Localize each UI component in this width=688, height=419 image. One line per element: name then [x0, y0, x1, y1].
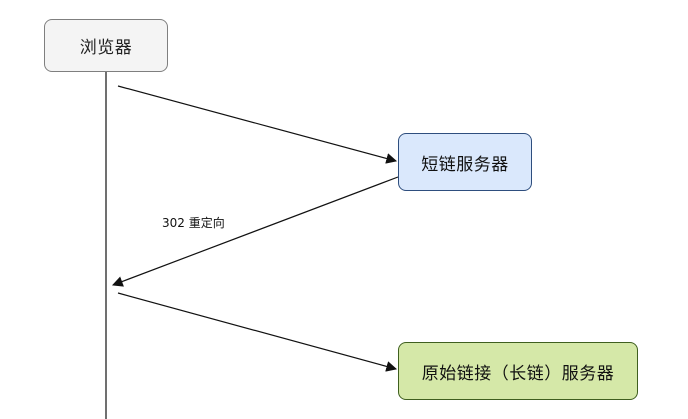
arrow-browser-to-short-link-server: [117, 85, 398, 164]
redirect-edge-label: 302 重定向: [162, 216, 225, 230]
original-link-server-node[interactable]: 原始链接（长链）服务器: [398, 342, 638, 400]
short-link-server-node[interactable]: 短链服务器: [398, 133, 532, 191]
browser-node-label: 浏览器: [79, 38, 133, 58]
original-link-server-label: 原始链接（长链）服务器: [421, 363, 615, 384]
arrow-browser-to-original-link-server: [117, 292, 398, 372]
browser-node[interactable]: 浏览器: [44, 19, 168, 72]
short-link-server-label: 短链服务器: [421, 154, 509, 175]
arrow-redirect-to-browser: [111, 176, 399, 287]
